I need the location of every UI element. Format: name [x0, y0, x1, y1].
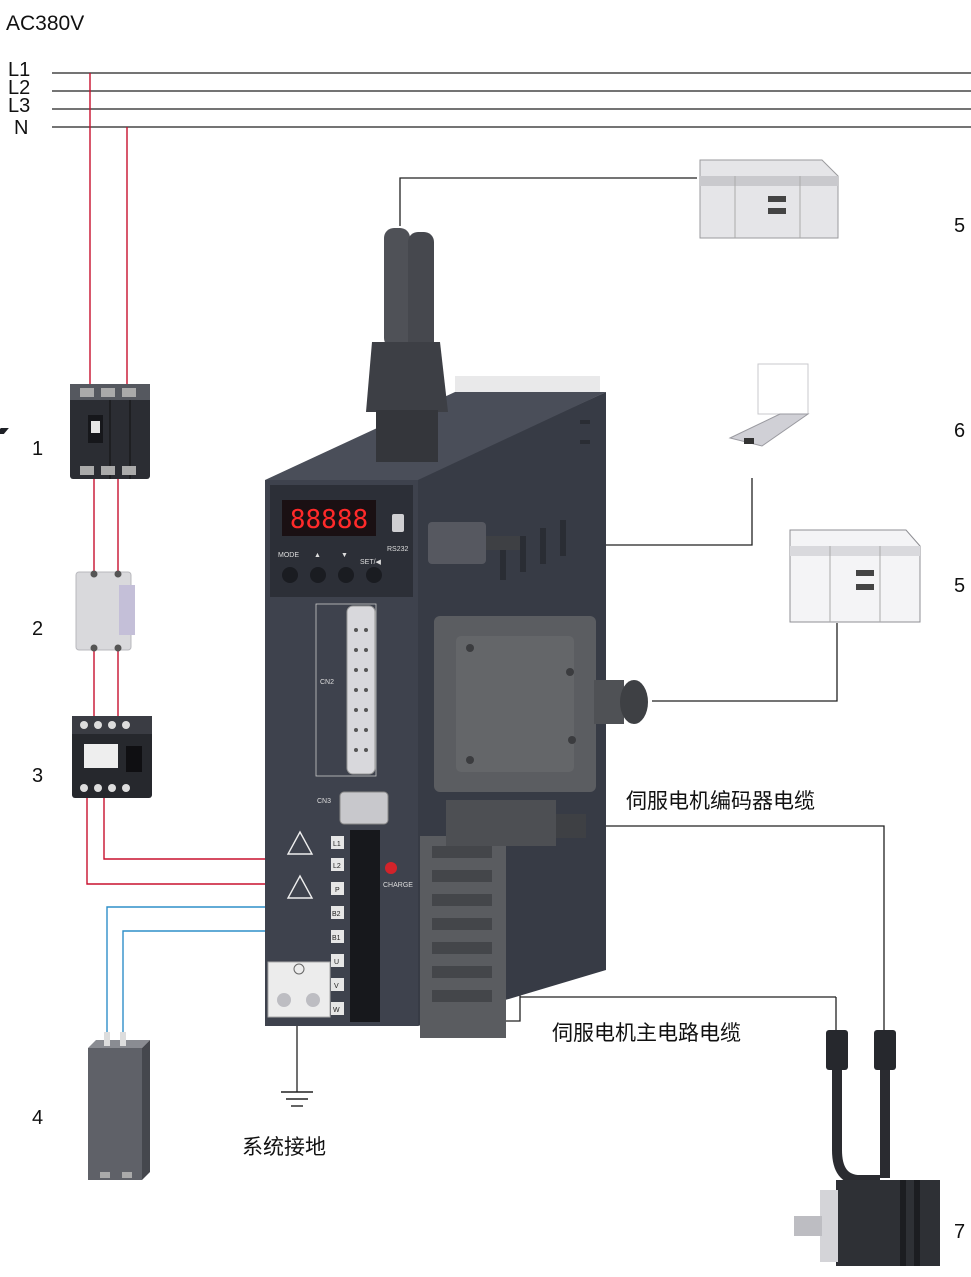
svg-text:L1: L1	[333, 841, 341, 848]
plc-controller-mid	[789, 529, 921, 623]
callout-6: 6	[954, 420, 965, 442]
bus-label-l3: L3	[8, 95, 30, 117]
charge-label: CHARGE	[383, 882, 413, 889]
top-comm-plug[interactable]	[366, 228, 448, 462]
bus-label-l2: L2	[8, 77, 30, 99]
svg-text:P: P	[335, 887, 340, 894]
button-down[interactable]	[338, 567, 354, 583]
brake-resistor	[88, 1032, 150, 1180]
svg-text:V: V	[334, 983, 339, 990]
hot-surface-warning-icon	[286, 830, 314, 855]
wire-cn-to-controller-mid	[652, 623, 838, 702]
rs232-label: RS232	[387, 546, 409, 553]
rs232-port[interactable]	[392, 514, 404, 532]
svg-text:L2: L2	[333, 863, 341, 870]
svg-text:B1: B1	[332, 935, 341, 942]
supply-bus: L1 L2 L3 N	[8, 59, 971, 139]
power-wires	[86, 73, 497, 885]
button-label-mode: MODE	[278, 552, 299, 559]
callout-1: 1	[32, 438, 43, 460]
button-mode[interactable]	[282, 567, 298, 583]
plc-controller-top	[699, 159, 839, 239]
bus-label-l1: L1	[8, 59, 30, 81]
callout-2: 2	[32, 618, 43, 640]
cn2-connector[interactable]	[346, 605, 376, 775]
contactor	[72, 716, 152, 798]
servo-motor	[794, 1030, 940, 1266]
callout-7: 7	[954, 1221, 965, 1243]
callout-5-mid: 5	[954, 575, 965, 597]
button-label-set: SET/◀	[360, 559, 382, 566]
button-label-down: ▼	[341, 552, 348, 559]
high-voltage-warning-icon	[286, 874, 314, 899]
power-plug[interactable]	[420, 836, 506, 1038]
led-display: 88888	[290, 505, 368, 535]
charge-led	[385, 862, 397, 874]
usb-plug[interactable]	[428, 522, 486, 564]
servo-drive: 88888 RS232 MODE ▲ ▼ SET/◀ CN2 CN3	[0, 228, 648, 1038]
supply-voltage-label: AC380V	[6, 12, 84, 35]
emi-filter	[75, 570, 135, 652]
main-cable-label: 伺服电机主电路电缆	[552, 1022, 741, 1045]
power-terminal-block[interactable]	[350, 830, 380, 1022]
svg-text:W: W	[333, 1007, 340, 1014]
callout-5-top: 5	[954, 215, 965, 237]
laptop	[728, 363, 810, 447]
wire-encoder-to-motor	[594, 825, 885, 1040]
encoder-cable-label: 伺服电机编码器电缆	[626, 790, 815, 813]
callout-3: 3	[32, 765, 43, 787]
callout-4: 4	[32, 1107, 43, 1129]
button-set[interactable]	[366, 567, 382, 583]
bus-label-n: N	[14, 117, 28, 139]
signal-wires	[296, 177, 885, 1092]
ground-label: 系统接地	[242, 1136, 326, 1159]
ground-symbol-icon	[293, 963, 305, 975]
button-up[interactable]	[310, 567, 326, 583]
circuit-breaker	[70, 384, 150, 479]
cn3-connector[interactable]	[339, 791, 389, 825]
svg-text:U: U	[334, 959, 339, 966]
encoder-plug[interactable]	[446, 800, 556, 846]
cn2-label: CN2	[320, 679, 334, 686]
button-label-up: ▲	[314, 552, 321, 559]
svg-text:B2: B2	[332, 911, 341, 918]
cn3-label: CN3	[317, 798, 331, 805]
wire-cn-top-to-controller	[399, 177, 697, 226]
ground-symbol-icon	[281, 1091, 313, 1107]
keypad: MODE ▲ ▼ SET/◀	[278, 552, 382, 583]
terminal-labels: L1 L2 P B2 B1 U V W	[331, 836, 344, 1015]
